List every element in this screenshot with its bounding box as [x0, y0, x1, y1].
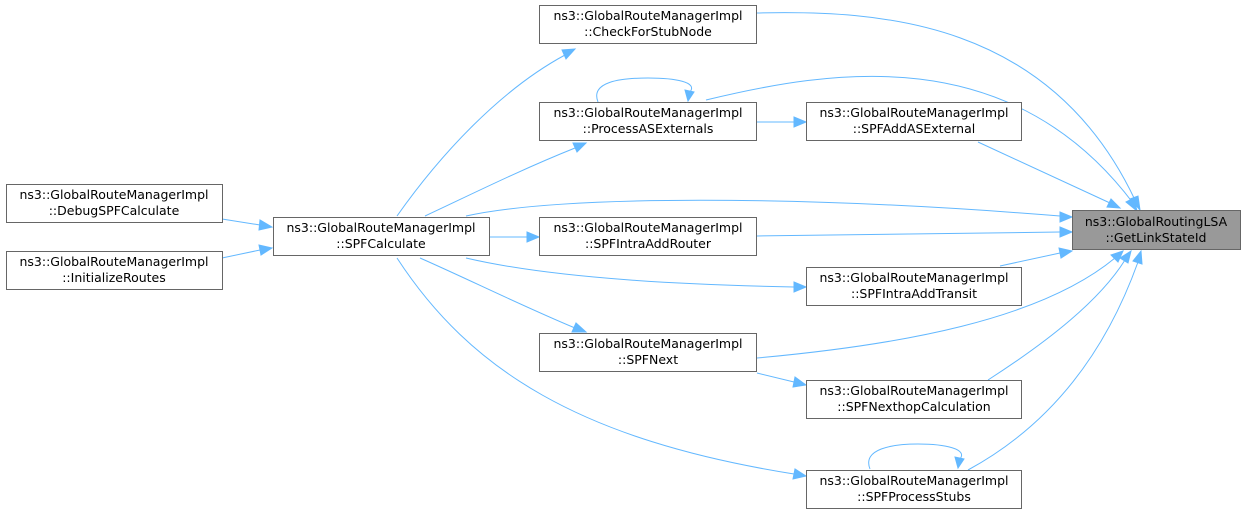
node-line1: ns3::GlobalRoutingLSA [1085, 214, 1228, 229]
edges [221, 12, 1143, 480]
node-line2: ::GetLinkStateId [1105, 230, 1206, 245]
node-line2: ::SPFCalculate [336, 236, 426, 251]
edge-spf-calc-to-target [465, 199, 1061, 217]
node-line2: ::SPFProcessStubs [857, 489, 971, 504]
arrowhead-spf-stubs-self [954, 456, 965, 470]
edge-process-as-to-target [705, 75, 1134, 204]
arrowhead-spf-next-target [1110, 250, 1124, 263]
node-process-as-externals[interactable]: ns3::GlobalRouteManagerImpl ::ProcessASE… [539, 102, 757, 141]
node-line1: ns3::GlobalRouteManagerImpl [819, 473, 1008, 488]
edge-spf-stubs-self-loop [868, 443, 963, 470]
node-line1: ns3::GlobalRouteManagerImpl [553, 220, 742, 235]
arrowhead-debug-spf [258, 219, 274, 231]
node-line1: ns3::GlobalRouteManagerImpl [553, 8, 742, 23]
node-line1: ns3::GlobalRouteManagerImpl [553, 105, 742, 120]
node-spf-process-stubs[interactable]: ns3::GlobalRouteManagerImpl ::SPFProcess… [806, 470, 1022, 509]
edge-process-as-self-loop [596, 77, 693, 103]
node-line2: ::SPFIntraAddTransit [851, 286, 977, 301]
edge-spf-calc-to-spf-next [419, 257, 576, 329]
node-line1: ns3::GlobalRouteManagerImpl [19, 187, 208, 202]
edge-spf-next-to-target [756, 257, 1116, 359]
node-line2: ::SPFAddASExternal [853, 121, 976, 136]
node-line1: ns3::GlobalRouteManagerImpl [19, 254, 208, 269]
edge-spf-next-to-spf-nexthop [756, 372, 795, 383]
node-spf-nexthop-calculation[interactable]: ns3::GlobalRouteManagerImpl ::SPFNexthop… [806, 380, 1022, 419]
node-line1: ns3::GlobalRouteManagerImpl [819, 105, 1008, 120]
edge-spf-nexthop-to-target [987, 259, 1126, 381]
arrowhead-spf-intra-transit-target [1058, 247, 1074, 259]
edge-spf-intra-router-to-target [756, 231, 1061, 237]
node-get-link-state-id[interactable]: ns3::GlobalRoutingLSA ::GetLinkStateId [1072, 210, 1241, 250]
arrowhead-spf-nexthop [792, 376, 808, 388]
node-line2: ::SPFNexthopCalculation [837, 399, 990, 414]
node-check-for-stub-node[interactable]: ns3::GlobalRouteManagerImpl ::CheckForSt… [539, 5, 757, 44]
edge-spf-calc-to-check-stub [396, 54, 566, 217]
node-line1: ns3::GlobalRouteManagerImpl [819, 270, 1008, 285]
node-line2: ::SPFIntraAddRouter [585, 236, 712, 251]
node-spf-calculate[interactable]: ns3::GlobalRouteManagerImpl ::SPFCalcula… [273, 217, 490, 256]
node-spf-intra-add-router[interactable]: ns3::GlobalRouteManagerImpl ::SPFIntraAd… [539, 217, 757, 256]
arrowhead-spf-stubs-target [1132, 249, 1143, 265]
edge-spf-add-as-to-target [977, 141, 1111, 204]
node-line2: ::SPFNext [618, 352, 678, 367]
node-line2: ::DebugSPFCalculate [49, 203, 180, 218]
arrowhead-spf-calc-target [1059, 211, 1074, 223]
edge-check-stub-to-target [755, 12, 1136, 201]
edge-spf-calc-to-process-as [424, 147, 576, 217]
node-spf-add-as-external[interactable]: ns3::GlobalRouteManagerImpl ::SPFAddASEx… [806, 102, 1022, 141]
node-line1: ns3::GlobalRouteManagerImpl [819, 383, 1008, 398]
edge-debug-spf-to-spf-calc [221, 218, 261, 226]
arrowhead-spf-add-as [793, 116, 808, 128]
arrowhead-process-as [572, 142, 588, 153]
arrowhead-spf-add-as-target [1106, 198, 1122, 209]
arrowhead-spf-intra-router-target [1059, 226, 1074, 238]
node-spf-next[interactable]: ns3::GlobalRouteManagerImpl ::SPFNext [539, 333, 757, 372]
edge-spf-calc-to-spf-intra-transit [465, 257, 795, 288]
arrowhead-process-as-target [1125, 197, 1138, 213]
edge-spf-calc-to-spf-stubs [396, 257, 795, 475]
arrowhead-init-routes [258, 244, 274, 256]
node-spf-intra-add-transit[interactable]: ns3::GlobalRouteManagerImpl ::SPFIntraAd… [806, 267, 1022, 306]
arrowhead-spf-intra-router [526, 231, 541, 243]
arrowhead-check-stub [561, 48, 577, 60]
edge-init-routes-to-spf-calc [221, 249, 261, 259]
edge-spf-intra-transit-to-target [999, 252, 1061, 267]
arrowhead-spf-next [571, 322, 588, 333]
arrowhead-spf-nexthop-target [1119, 249, 1132, 264]
arrowhead-spf-stubs [792, 468, 808, 480]
node-line2: ::InitializeRoutes [62, 270, 166, 285]
arrowhead-process-as-self [684, 89, 695, 103]
node-line1: ns3::GlobalRouteManagerImpl [553, 336, 742, 351]
arrowhead-spf-intra-transit [793, 281, 808, 293]
node-initialize-routes[interactable]: ns3::GlobalRouteManagerImpl ::Initialize… [6, 251, 223, 290]
node-debug-spf-calculate[interactable]: ns3::GlobalRouteManagerImpl ::DebugSPFCa… [6, 184, 223, 223]
edge-spf-stubs-to-target [967, 261, 1139, 471]
node-line2: ::ProcessASExternals [583, 121, 714, 136]
node-line1: ns3::GlobalRouteManagerImpl [286, 220, 475, 235]
node-line2: ::CheckForStubNode [584, 24, 712, 39]
